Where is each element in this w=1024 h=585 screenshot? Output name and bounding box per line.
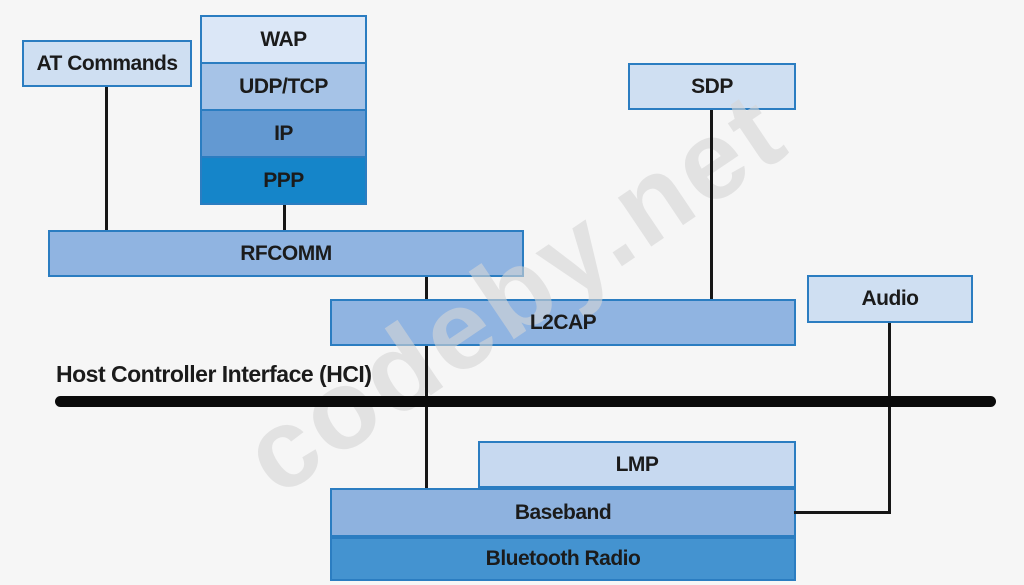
connector-rfcomm-l2cap [425,277,428,299]
audio-label: Audio [861,287,919,310]
box-ip: IP [202,109,365,156]
bluetooth-radio-label: Bluetooth Radio [485,547,641,570]
connector-sdp-l2cap [710,110,713,299]
box-at-commands: AT Commands [22,40,192,87]
box-baseband: Baseband [330,488,796,537]
box-internet-protocol-stack: WAP UDP/TCP IP PPP [200,15,367,205]
ip-label: IP [274,121,293,145]
connector-ppp-rfcomm [283,205,286,230]
l2cap-label: L2CAP [529,310,597,334]
wap-label: WAP [260,27,307,51]
rfcomm-label: RFCOMM [240,241,332,265]
at-commands-label: AT Commands [36,51,178,75]
box-ppp: PPP [202,156,365,203]
hci-label: Host Controller Interface (HCI) [56,361,372,387]
baseband-label: Baseband [514,500,612,524]
udp-tcp-label: UDP/TCP [239,74,328,98]
connector-audio-baseband [794,511,891,514]
box-udp-tcp: UDP/TCP [202,62,365,109]
box-lmp: LMP [478,441,796,488]
connector-l2cap-baseband [425,346,428,488]
lmp-label: LMP [615,452,659,476]
box-bluetooth-radio: Bluetooth Radio [330,537,796,581]
sdp-label: SDP [691,74,733,98]
box-sdp: SDP [628,63,796,110]
box-l2cap: L2CAP [330,299,796,346]
connector-audio-vertical [888,323,891,514]
connector-atcommands-rfcomm [105,87,108,230]
box-rfcomm: RFCOMM [48,230,524,277]
hci-divider-bar [55,396,996,407]
box-wap: WAP [202,17,365,62]
box-audio: Audio [807,275,973,323]
ppp-label: PPP [263,168,304,192]
